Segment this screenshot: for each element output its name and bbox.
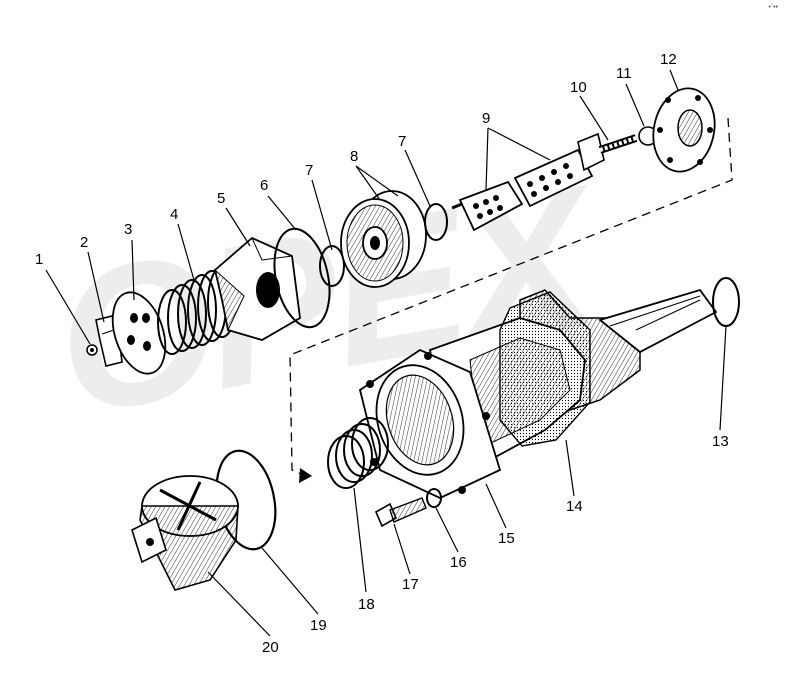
label-part-3: 3 [124,221,133,238]
label-part-9: 9 [482,110,491,127]
part-8-piston [340,190,427,288]
leader-lines [45,69,727,637]
part-6-ring [273,227,331,329]
part-14-gasket [499,291,591,447]
label-part-11: 11 [616,65,632,82]
part-12-flange [652,87,716,173]
part-3-disc [111,291,167,375]
part-18-spring [327,417,389,489]
label-part-18: 18 [358,596,375,613]
part-7-ring-right [424,203,448,241]
part-1-fastener [86,344,98,356]
label-part-2: 2 [80,234,89,251]
part-15-flange [358,348,502,499]
part-7-ring-left [319,245,345,287]
label-part-14: 14 [566,498,583,515]
part-9-perforated-tube [451,148,594,232]
label-part-17: 17 [402,576,419,593]
part-5-housing [213,236,301,341]
part-16-washer [426,488,442,508]
label-part-4: 4 [170,206,179,223]
label-part-6: 6 [260,177,269,194]
label-part-7-left: 7 [305,162,314,179]
assembly-arrow [299,468,312,483]
label-part-20: 20 [262,639,279,656]
corner-mark: •´•• [768,4,778,11]
label-part-15: 15 [498,530,515,547]
part-20-cap [131,475,239,591]
label-part-7-right: 7 [398,133,407,150]
label-part-16: 16 [450,554,467,571]
label-part-5: 5 [217,190,226,207]
label-part-13: 13 [712,433,729,450]
label-part-8: 8 [350,148,359,165]
label-part-10: 10 [570,79,587,96]
part-17-bolt [374,497,427,528]
label-part-12: 12 [660,51,677,68]
label-part-19: 19 [310,617,327,634]
label-part-1: 1 [35,251,44,268]
part-10-spring-stem [577,132,638,172]
